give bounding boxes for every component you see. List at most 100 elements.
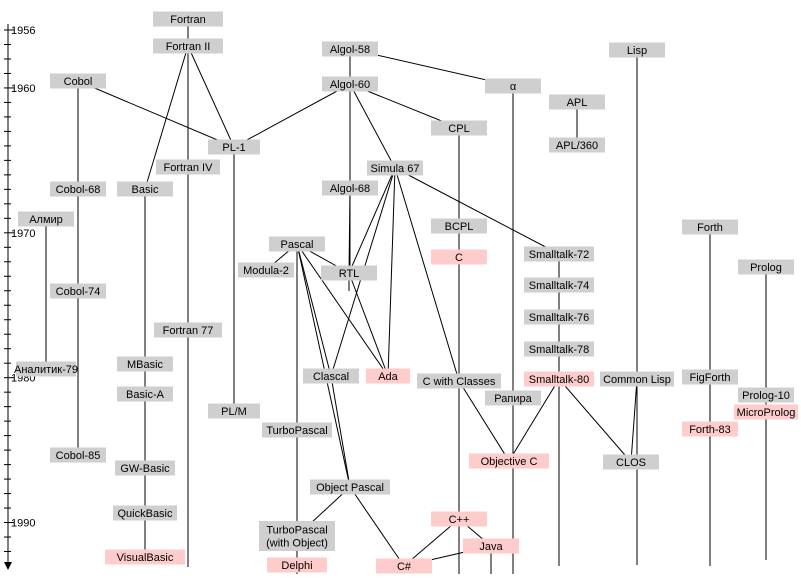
language-node-objectivec: Objective C — [469, 453, 549, 469]
language-label: FigForth — [690, 372, 731, 384]
language-box — [431, 511, 487, 527]
language-node-commonlisp: Common Lisp — [600, 371, 674, 387]
language-label: PL-1 — [222, 142, 245, 154]
language-label: Cobol-68 — [56, 184, 101, 196]
language-box — [105, 549, 185, 565]
timeline-label: 1956 — [11, 25, 35, 37]
language-node-algol68: Algol-68 — [322, 180, 378, 196]
language-node-prolog10: Prolog-10 — [738, 387, 794, 403]
language-box — [238, 262, 294, 278]
connector-line — [348, 167, 396, 274]
language-box — [600, 371, 674, 387]
language-node-analitik79: Аналитик-79 — [14, 361, 78, 377]
language-box — [208, 403, 260, 419]
language-node-rapira: Рапира — [485, 390, 541, 406]
language-label: Common Lisp — [603, 374, 671, 386]
language-label: Fortran 77 — [163, 325, 214, 337]
connector-line — [348, 272, 389, 377]
language-box — [524, 371, 594, 387]
language-label: TurboPascal(with Object) — [266, 525, 328, 550]
language-label: Algol-58 — [330, 44, 370, 56]
connector-layer — [45, 26, 767, 574]
language-node-clascal: Clascal — [303, 368, 359, 384]
connector-line — [77, 80, 235, 148]
connector-line — [387, 167, 396, 377]
language-box — [734, 404, 798, 420]
language-node-apl: APL — [549, 94, 605, 110]
language-box — [463, 538, 519, 554]
language-label: Algol-60 — [330, 79, 370, 91]
language-box — [113, 505, 177, 521]
connector-line — [394, 167, 560, 255]
language-box — [156, 159, 220, 175]
language-box — [431, 120, 487, 136]
language-box — [117, 181, 173, 197]
language-label: QuickBasic — [117, 508, 173, 520]
connector-line — [144, 45, 189, 190]
language-node-rtl: RTL — [321, 265, 377, 281]
language-box — [153, 11, 223, 27]
language-node-pl1: PL-1 — [208, 139, 260, 155]
language-node-visualbasic: VisualBasic — [105, 549, 185, 565]
language-box — [117, 386, 173, 402]
language-label: Forth-83 — [689, 424, 731, 436]
language-label: Modula-2 — [243, 265, 289, 277]
language-label: C with Classes — [423, 376, 496, 388]
language-label: Simula 67 — [371, 163, 420, 175]
language-label: Smalltalk-72 — [529, 249, 590, 261]
language-node-bcpl: BCPL — [431, 218, 487, 234]
language-label: Object Pascal — [316, 482, 384, 494]
language-node-almir: Алмир — [18, 211, 74, 227]
language-label: Fortran — [170, 14, 205, 26]
language-label: Аналитик-79 — [14, 364, 78, 376]
language-node-fortran: Fortran — [153, 11, 223, 27]
language-label: MicroProlog — [737, 407, 796, 419]
language-node-cobol74: Cobol-74 — [50, 283, 106, 299]
language-node-basica: Basic-A — [117, 386, 173, 402]
language-label: APL — [567, 97, 588, 109]
language-node-cobol: Cobol — [50, 73, 106, 89]
language-label: Smalltalk-76 — [529, 312, 590, 324]
language-box — [738, 259, 794, 275]
language-node-gwbasic: GW-Basic — [115, 460, 175, 476]
connector-line — [349, 486, 405, 567]
language-box — [153, 38, 223, 54]
connector-line — [349, 83, 396, 169]
language-box — [269, 236, 325, 252]
language-label: Basic — [132, 184, 159, 196]
language-label: Algol-68 — [330, 183, 370, 195]
language-node-smalltalk80: Smalltalk-80 — [524, 371, 594, 387]
timeline-label: 1960 — [11, 83, 35, 95]
language-box — [524, 246, 594, 262]
timeline-label: 1990 — [11, 518, 35, 530]
connector-line — [296, 243, 389, 377]
connector-line — [558, 378, 632, 463]
language-box — [366, 368, 410, 384]
language-label: Prolog — [750, 262, 782, 274]
language-box — [431, 249, 487, 265]
language-box — [738, 387, 794, 403]
language-box — [115, 460, 175, 476]
language-node-cpp: C++ — [431, 511, 487, 527]
language-node-cobol85: Cobol-85 — [50, 447, 106, 463]
language-node-smalltalk78: Smalltalk-78 — [524, 341, 594, 357]
language-node-clos: CLOS — [603, 454, 659, 470]
language-node-basic: Basic — [117, 181, 173, 197]
language-box — [321, 265, 377, 281]
language-box — [485, 78, 541, 94]
language-label: Fortran IV — [164, 162, 214, 174]
language-node-mbasic: MBasic — [117, 356, 173, 372]
language-box — [259, 521, 335, 551]
connector-line — [508, 378, 560, 462]
language-box — [262, 422, 332, 438]
language-node-fortran4: Fortran IV — [156, 159, 220, 175]
language-node-plm: PL/M — [208, 403, 260, 419]
language-label: APL/360 — [556, 140, 598, 152]
language-label: CPL — [448, 123, 469, 135]
language-node-objectpascal: Object Pascal — [310, 479, 390, 495]
language-node-csharp: C# — [376, 558, 432, 574]
language-box — [50, 447, 106, 463]
